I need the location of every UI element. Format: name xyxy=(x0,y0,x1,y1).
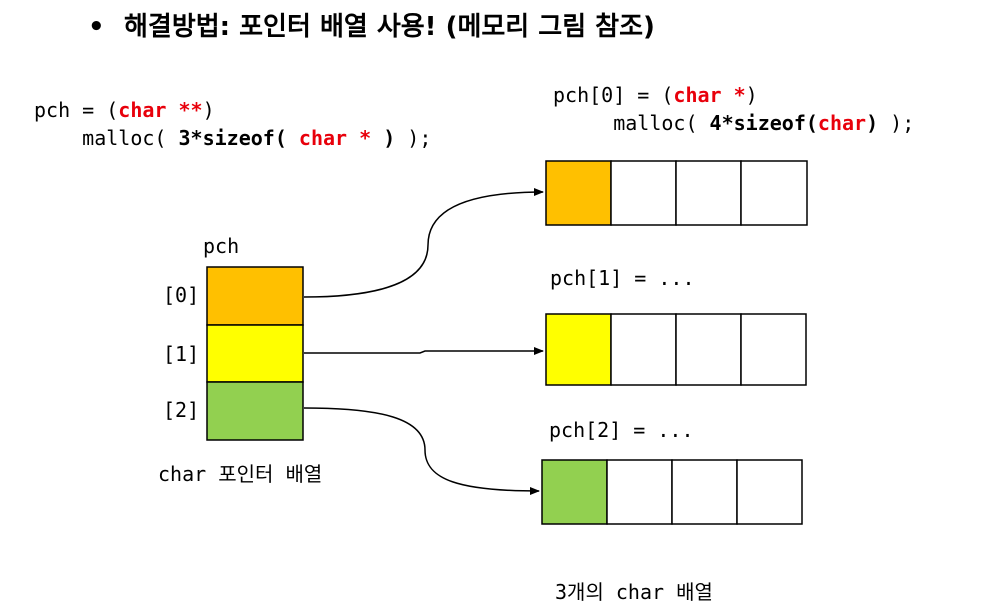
sizeof-expr: 3*sizeof( xyxy=(178,126,299,150)
code-text: ) xyxy=(866,111,879,135)
char-cell-0-3 xyxy=(740,160,808,226)
pointer-cell-0 xyxy=(206,266,304,326)
code-text: ); xyxy=(878,111,915,135)
char-arrays-caption: 3개의 char 배열 xyxy=(555,580,713,604)
index-label-2: [2] xyxy=(163,398,200,422)
code-line-1: pch = (char **) xyxy=(34,96,431,124)
title-text: 해결방법: 포인터 배열 사용! (메모리 그림 참조) xyxy=(124,12,655,42)
char-cell-2-1 xyxy=(606,459,673,525)
char-cell-2-3 xyxy=(736,459,803,525)
code-text: ) xyxy=(371,126,396,150)
char-array-2 xyxy=(541,459,803,525)
char-cell-0-2 xyxy=(675,160,742,226)
type-keyword: char * xyxy=(298,126,372,150)
code-line-2: malloc( 3*sizeof( char * ) ); xyxy=(34,124,431,152)
pointer-cell-1 xyxy=(206,324,304,383)
pointer-arrow-2 xyxy=(303,407,540,495)
code-text: pch = ( xyxy=(34,98,119,122)
pointer-array-malloc-code: pch = (char **) malloc( 3*sizeof( char *… xyxy=(34,96,431,152)
char-cell-0-0 xyxy=(545,160,612,226)
pointer-array-name: pch xyxy=(203,234,240,258)
char-cell-1-0 xyxy=(545,313,612,386)
type-keyword: char * xyxy=(673,83,746,107)
code-text: malloc( xyxy=(34,126,179,150)
code-text: ) xyxy=(745,83,758,107)
char-array-1 xyxy=(545,313,807,386)
char-array-label-1: pch[1] = ... xyxy=(550,266,695,290)
code-text: ) xyxy=(202,98,215,122)
code-text: pch[0] = ( xyxy=(553,83,674,107)
code-line-1: pch[0] = (char *) xyxy=(553,81,914,109)
char-cell-0-1 xyxy=(610,160,677,226)
type-keyword: char ** xyxy=(118,98,203,122)
index-label-0: [0] xyxy=(163,283,200,307)
code-text: ); xyxy=(395,126,432,150)
char-array-0 xyxy=(545,160,808,226)
char-array-label-2: pch[2] = ... xyxy=(549,418,694,442)
pointer-arrow-1 xyxy=(304,347,544,355)
pointer-array-caption: char 포인터 배열 xyxy=(158,462,323,486)
pointer-cell-2 xyxy=(206,381,304,441)
char-cell-2-2 xyxy=(671,459,738,525)
pointer-array xyxy=(206,266,304,441)
index-label-1: [1] xyxy=(163,342,200,366)
char-cell-1-3 xyxy=(740,313,807,386)
char-array-malloc-code: pch[0] = (char *) malloc( 4*sizeof(char)… xyxy=(553,81,914,137)
code-text: malloc( xyxy=(553,111,710,135)
slide-title: • 해결방법: 포인터 배열 사용! (메모리 그림 참조) xyxy=(88,6,655,43)
code-line-2: malloc( 4*sizeof(char) ); xyxy=(553,109,914,137)
bullet: • xyxy=(88,12,105,42)
char-cell-2-0 xyxy=(541,459,608,525)
type-keyword: char xyxy=(817,111,867,135)
sizeof-expr: 4*sizeof( xyxy=(709,111,818,135)
char-cell-1-1 xyxy=(610,313,677,386)
char-cell-1-2 xyxy=(675,313,742,386)
pointer-arrow-0 xyxy=(303,188,544,298)
